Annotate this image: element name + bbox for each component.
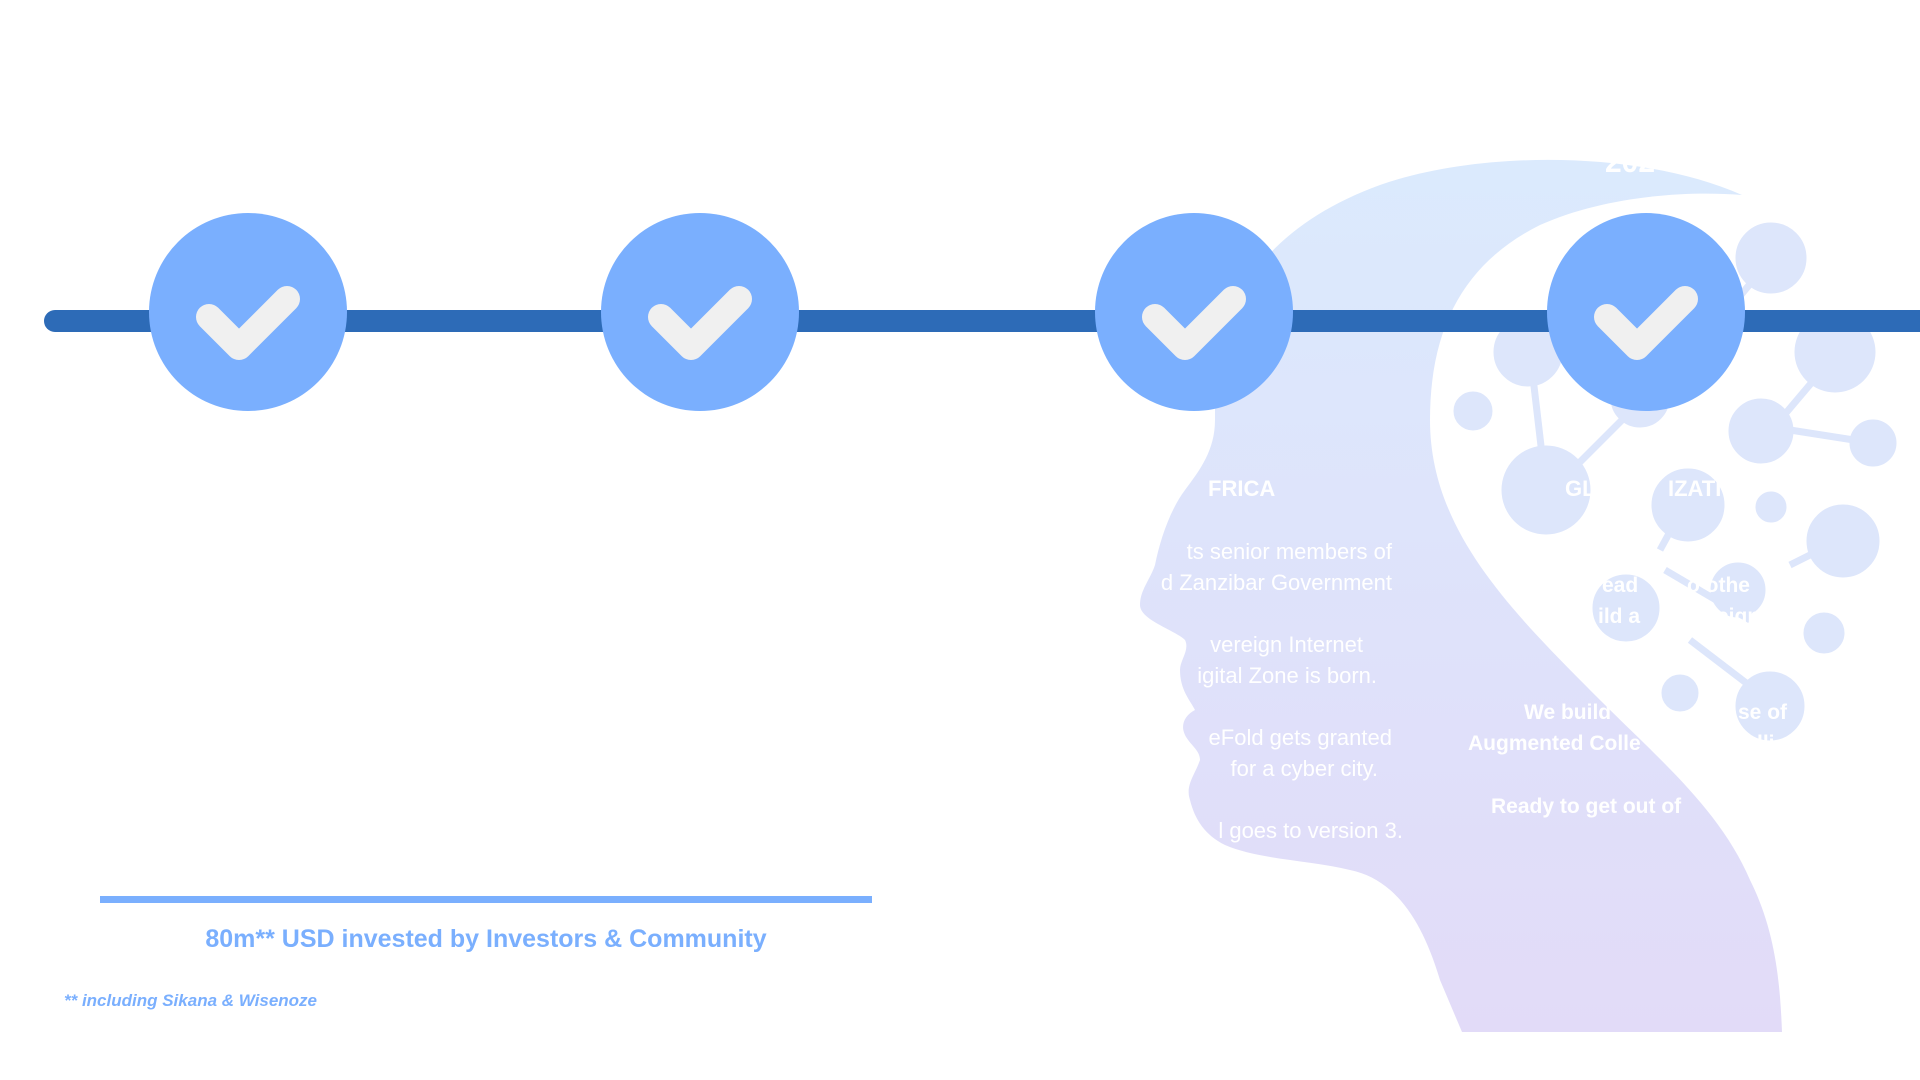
global-line-5: Ready to get out of xyxy=(1491,795,1682,818)
network-graph-icon xyxy=(1453,222,1897,741)
africa-line-6: for a cyber city. xyxy=(1230,756,1378,781)
checkmark-icon xyxy=(1142,286,1246,360)
africa-title: FRICA xyxy=(1208,476,1276,501)
global-line-1-left: We xyxy=(1523,574,1555,597)
global-line-3: We build xyxy=(1524,701,1612,724)
global-line-4-right: lli xyxy=(1757,732,1775,755)
africa-line-3: vereign Internet xyxy=(1210,632,1363,657)
global-line-2: ild a xyxy=(1598,605,1641,628)
milestone-2 xyxy=(601,213,799,411)
milestone-3 xyxy=(1095,213,1293,411)
global-line-4: Augmented Colle xyxy=(1468,732,1641,755)
global-title-right: IZATI xyxy=(1668,476,1722,501)
milestone-4 xyxy=(1547,213,1745,411)
investment-footnote: ** including Sikana & Wisenoze xyxy=(64,991,318,1010)
africa-line-1: ts senior members of xyxy=(1186,539,1392,564)
investment-divider xyxy=(100,896,872,903)
checkmark-icon xyxy=(648,286,752,360)
global-line-1-mid: ead xyxy=(1602,574,1639,597)
global-line-3-right: se of xyxy=(1738,701,1788,724)
global-line-1-right: o othe xyxy=(1687,574,1750,597)
checkmark-icon xyxy=(1594,286,1698,360)
timeline-year: 202 xyxy=(1605,146,1656,179)
investment-total: 80m** USD invested by Investors & Commun… xyxy=(205,925,767,953)
head-shape xyxy=(1140,159,1782,1032)
africa-line-5: eFold gets granted xyxy=(1208,725,1392,750)
timeline-track xyxy=(44,310,1920,332)
global-title-left: GL xyxy=(1565,476,1596,501)
checkmark-icon xyxy=(196,286,300,360)
africa-line-7: l goes to version 3. xyxy=(1218,818,1403,843)
milestone-1 xyxy=(149,213,347,411)
africa-line-2: d Zanzibar Government xyxy=(1160,570,1392,595)
africa-line-4: igital Zone is born. xyxy=(1197,663,1377,688)
global-line-2-right: eign xyxy=(1717,605,1761,628)
